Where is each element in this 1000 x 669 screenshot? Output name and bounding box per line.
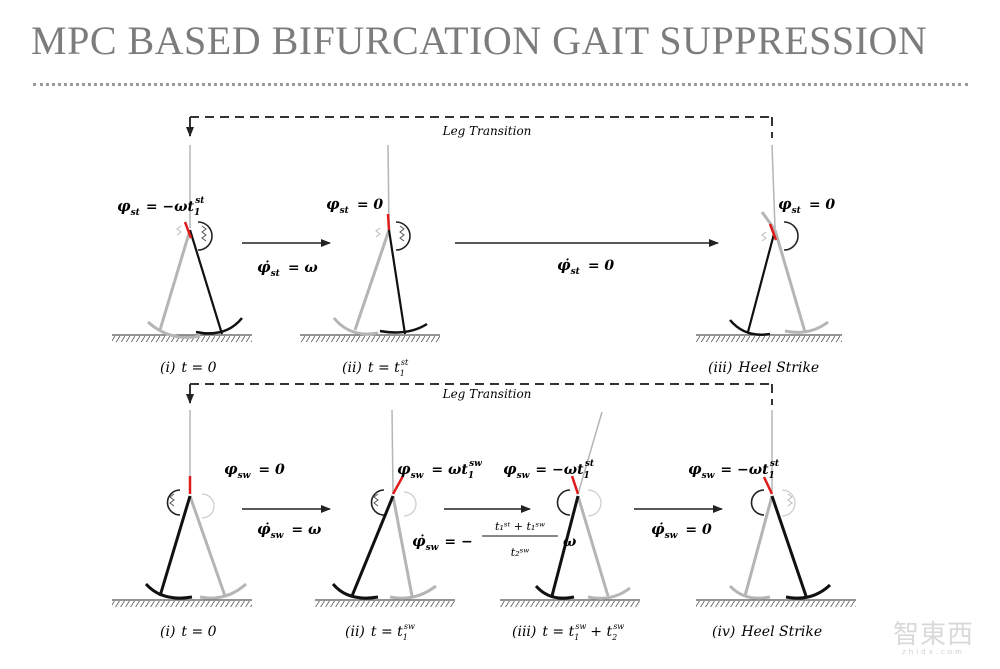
- svg-text:φ̇st= 0: φ̇st= 0: [557, 256, 614, 277]
- top-caption-1: (i)t = 0: [160, 360, 217, 376]
- svg-text:φ̇sw= 0: φ̇sw= 0: [651, 520, 712, 541]
- bottom-arrow-2-denominator: t₂ˢʷ: [511, 546, 530, 559]
- top-caption-3: (iii)Heel Strike: [708, 360, 819, 376]
- bottom-walker-4: [728, 410, 832, 600]
- top-ground: [112, 334, 842, 342]
- bottom-arrow-1: φ̇sw= ω: [242, 505, 331, 541]
- bottom-arrow-2-numerator: t₁ˢᵗ + t₁ˢʷ: [495, 520, 545, 533]
- bottom-walker-2: [331, 409, 437, 600]
- svg-text:(iv)Heel Strike: (iv)Heel Strike: [712, 624, 822, 640]
- top-walker-3: [729, 144, 829, 336]
- bottom-state-equation-3: φsw= −ωt1st: [503, 459, 595, 481]
- bottom-transition-loop: Leg Transition: [186, 383, 773, 405]
- bottom-walker-1: [144, 410, 248, 600]
- bottom-transition-label: Leg Transition: [442, 387, 532, 401]
- bottom-arrow-2: φ̇sw= − t₁ˢᵗ + t₁ˢʷ t₂ˢʷ ω: [412, 505, 577, 559]
- bottom-state-equation-1: φsw= 0: [224, 460, 285, 481]
- top-caption-2: (ii)t = t1st: [342, 358, 409, 378]
- svg-text:φsw= −ωt1st: φsw= −ωt1st: [503, 459, 595, 481]
- svg-text:(i)t = 0: (i)t = 0: [160, 360, 217, 376]
- title-divider: [33, 83, 968, 86]
- top-state-equation-2: φst= 0: [326, 195, 383, 216]
- svg-text:(ii)t = t1sw: (ii)t = t1sw: [345, 622, 415, 642]
- top-walker-1: [146, 145, 243, 339]
- top-state-equation-1: φst= −ωt1st: [117, 196, 205, 218]
- svg-text:(iii)t = t1sw+ t2sw: (iii)t = t1sw+ t2sw: [512, 622, 624, 642]
- svg-text:φst= 0: φst= 0: [778, 195, 835, 216]
- top-transition-loop: Leg Transition: [186, 116, 773, 138]
- bottom-state-equation-2: φsw= ωt1sw: [397, 459, 482, 481]
- svg-text:φst= −ωt1st: φst= −ωt1st: [117, 196, 205, 218]
- svg-text:(iii)Heel Strike: (iii)Heel Strike: [708, 360, 819, 376]
- top-state-equation-3: φst= 0: [778, 195, 835, 216]
- bottom-caption-2: (ii)t = t1sw: [345, 622, 415, 642]
- top-walker-2: [332, 144, 428, 336]
- bottom-caption-4: (iv)Heel Strike: [712, 624, 822, 640]
- bottom-ground: [112, 599, 856, 607]
- svg-text:φsw= ωt1sw: φsw= ωt1sw: [397, 459, 482, 481]
- top-arrow-1: φ̇st= ω: [242, 239, 331, 279]
- bottom-state-equation-4: φsw= −ωt1st: [688, 459, 780, 481]
- svg-text:(ii)t = t1st: (ii)t = t1st: [342, 358, 409, 378]
- svg-text:φsw= −ωt1st: φsw= −ωt1st: [688, 459, 780, 481]
- bottom-caption-3: (iii)t = t1sw+ t2sw: [512, 622, 624, 642]
- svg-text:φ̇sw= ω: φ̇sw= ω: [257, 520, 322, 541]
- svg-text:φ̇st= ω: φ̇st= ω: [257, 258, 318, 279]
- svg-text:φ̇sw= −: φ̇sw= −: [412, 532, 473, 553]
- bottom-arrow-3: φ̇sw= 0: [634, 505, 723, 541]
- svg-text:φsw= 0: φsw= 0: [224, 460, 285, 481]
- top-transition-label: Leg Transition: [442, 124, 532, 138]
- slide-title: MPC BASED BIFURCATION GAIT SUPPRESSION: [31, 18, 928, 63]
- svg-text:(i)t = 0: (i)t = 0: [160, 624, 217, 640]
- bottom-caption-1: (i)t = 0: [160, 624, 217, 640]
- bottom-arrow-2-omega: ω: [563, 534, 577, 550]
- svg-text:φst= 0: φst= 0: [326, 195, 383, 216]
- watermark-logo: 智東西 zhidx.com: [892, 620, 974, 656]
- bottom-walker-3: [534, 411, 631, 600]
- top-arrow-2: φ̇st= 0: [455, 239, 719, 277]
